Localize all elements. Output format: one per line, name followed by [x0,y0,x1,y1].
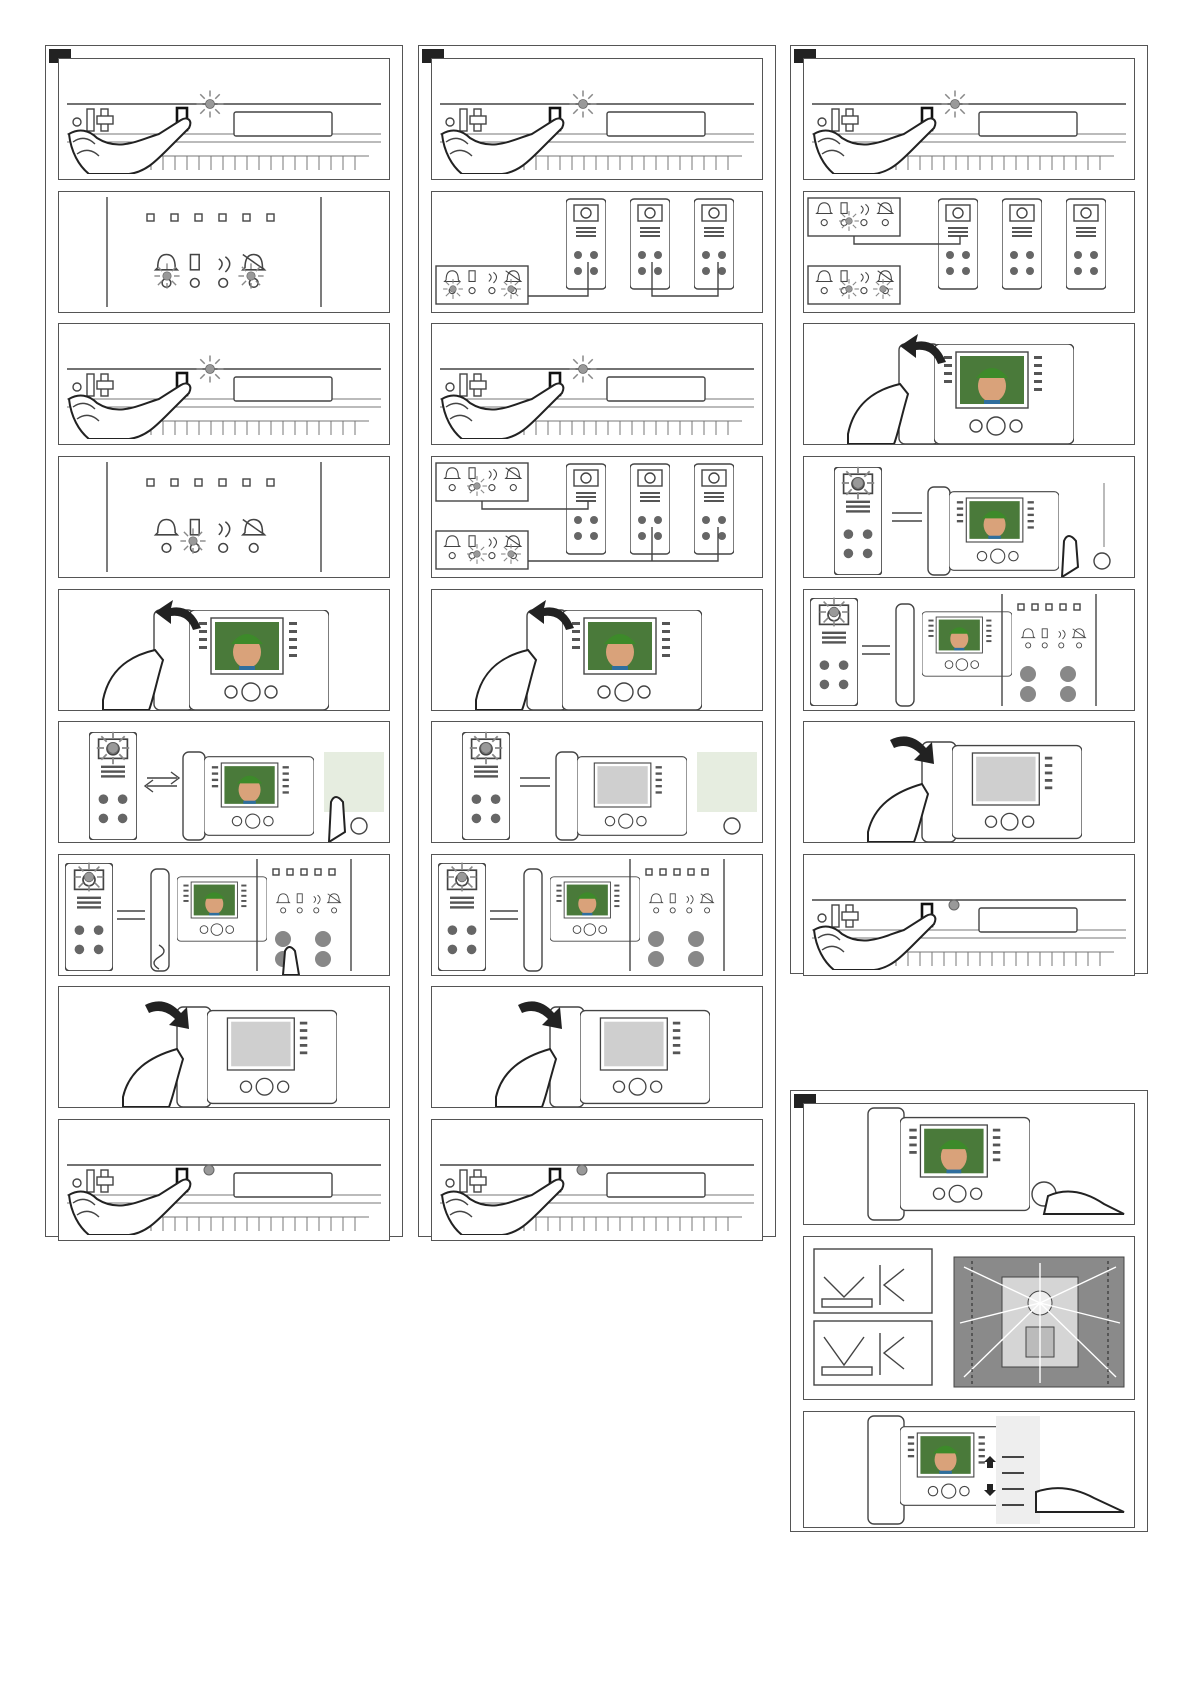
panel-b2-led-box-stations [431,191,763,313]
panel-b7-door-station-buttons [431,854,763,976]
panel-b3-wall-button-led [431,323,763,445]
panel-c7-wall-button-off [803,854,1135,976]
panel-a8-hang-up [58,986,390,1108]
panel-b1-wall-button-led [431,58,763,180]
panel-b5-lift-handset [431,589,763,711]
column-b [418,45,776,1237]
panel-c1-wall-button-led [803,58,1135,180]
panel-a4-led-panel-door [58,456,390,578]
panel-a2-led-panel [58,191,390,313]
column-d [790,1090,1148,1532]
panel-a7-door-station-buttons [58,854,390,976]
panel-c6-hang-up [803,721,1135,843]
panel-a5-lift-handset [58,589,390,711]
panel-a9-wall-button-off [58,1119,390,1241]
panel-d1-monitor-button-press [803,1103,1135,1225]
panel-a1-wall-button-led [58,58,390,180]
panel-a3-wall-button-led [58,323,390,445]
panel-d2-camera-angle [803,1236,1135,1400]
column-c [790,45,1148,974]
panel-a6-call-door-station [58,721,390,843]
panel-b8-hang-up [431,986,763,1108]
panel-c4-call-door-station [803,456,1135,578]
panel-c5-door-station-buttons [803,589,1135,711]
column-a [45,45,403,1237]
panel-c2-led-box-stations-double [803,191,1135,313]
led-burst-icon [197,91,224,118]
panel-d3-monitor-volume [803,1411,1135,1528]
panel-b9-wall-button-off [431,1119,763,1241]
panel-b4-led-box-stations-double [431,456,763,578]
panel-c3-lift-handset [803,323,1135,445]
panel-b6-call-door-station [431,721,763,843]
